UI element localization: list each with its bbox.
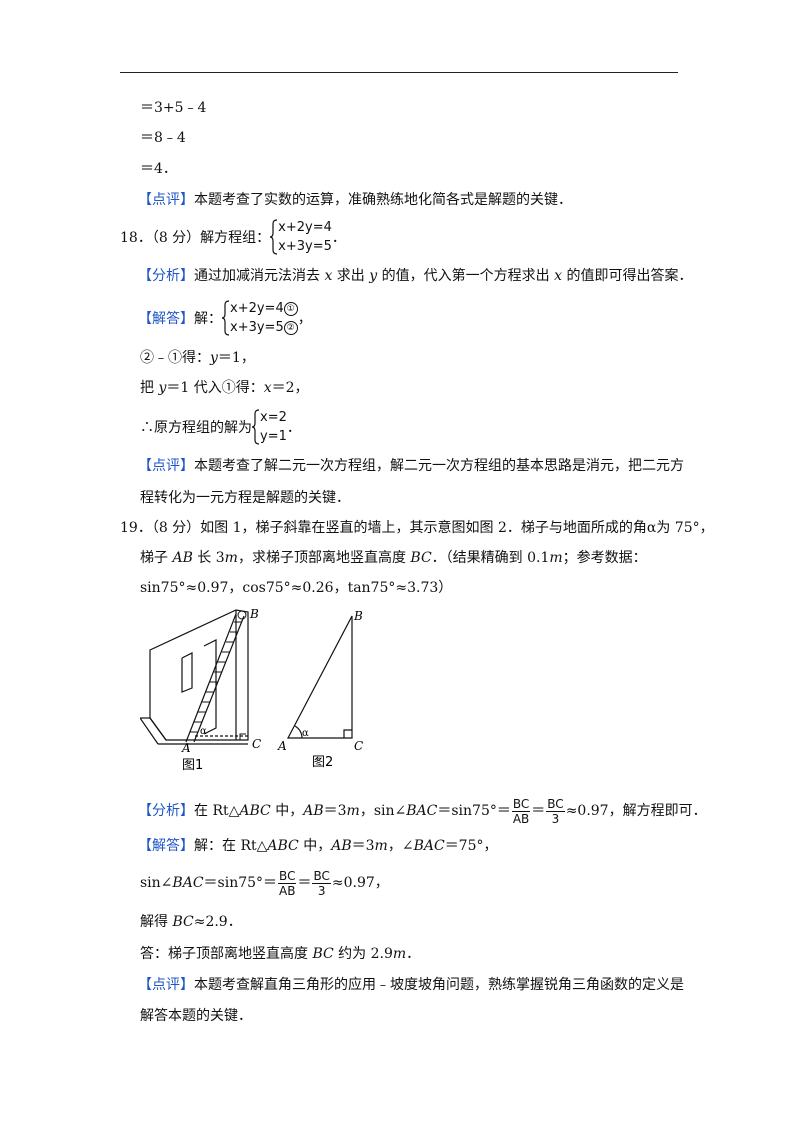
label-c: C bbox=[354, 739, 363, 753]
var-y: y bbox=[369, 268, 378, 284]
step-1: ②﹣①得：y＝1， bbox=[140, 350, 255, 366]
comment-text: 本题考查了实数的运算，准确熟练地化简各式是解题的关键． bbox=[194, 192, 572, 208]
question-18-end: ． bbox=[331, 230, 346, 246]
solution-end: ， bbox=[297, 311, 312, 327]
analysis-text: 求出 bbox=[332, 268, 370, 284]
calc-line-2: ＝8﹣4 bbox=[140, 130, 186, 146]
equation-2: x+3y=5 bbox=[278, 239, 332, 254]
comment-17: 【点评】本题考查了实数的运算，准确熟练地化简各式是解题的关键． bbox=[138, 190, 572, 210]
analysis-tag: 【分析】 bbox=[138, 803, 194, 819]
comment-19: 【点评】本题考查解直角三角形的应用﹣坡度坡角问题，熟练掌握锐角三角函数的定义是 bbox=[138, 975, 684, 995]
figure-2-caption: 图2 bbox=[312, 755, 333, 770]
comment-text: 本题考查了解二元一次方程组，解二元一次方程组的基本思路是消元，把二元方 bbox=[194, 458, 684, 474]
solution-tag: 【解答】 bbox=[138, 311, 194, 327]
question-19-line-2: 梯子 AB 长 3m，求梯子顶部离地竖直高度 BC．（结果精确到 0.1m；参考… bbox=[140, 550, 647, 566]
label-a: A bbox=[277, 739, 287, 753]
question-19-line-3: sin75°≈0.97，cos75°≈0.26，tan75°≈3.73） bbox=[140, 580, 453, 596]
label-a: A bbox=[181, 741, 191, 755]
equation-system: x+2y=4 x+3y=5 bbox=[278, 218, 332, 256]
comment-tag: 【点评】 bbox=[138, 977, 194, 993]
var-x: x bbox=[554, 268, 562, 284]
solution-tag: 【解答】 bbox=[138, 838, 194, 854]
analysis-text: 通过加减消元法消去 bbox=[194, 268, 325, 284]
comment-tag: 【点评】 bbox=[138, 192, 194, 208]
figure-2: B C A α 图2 bbox=[277, 609, 363, 770]
comment-19-cont: 解答本题的关键． bbox=[140, 1008, 252, 1024]
step-3-end: ． bbox=[286, 420, 301, 436]
solution-19: 【解答】解：在 Rt△ABC 中，AB＝3m，∠BAC＝75°， bbox=[138, 838, 498, 854]
label-alpha: α bbox=[302, 728, 309, 739]
circled-2-icon: ② bbox=[283, 321, 298, 335]
solution-text: 解： bbox=[194, 311, 222, 327]
question-18-head: 18．（8 分）解方程组： bbox=[120, 230, 271, 246]
brace-icon bbox=[270, 219, 278, 255]
analysis-tag: 【分析】 bbox=[138, 268, 194, 284]
var-x: x bbox=[324, 268, 333, 284]
step-3-text: ∴原方程组的解为 bbox=[140, 420, 252, 436]
label-b: B bbox=[249, 607, 259, 621]
solution-19-answer: 答：梯子顶部离地竖直高度 BC 约为 2.9m． bbox=[140, 946, 421, 962]
equation-1: x+2y=4 bbox=[278, 220, 332, 235]
solution-system: x=2 y=1 bbox=[260, 408, 287, 446]
brace-icon bbox=[252, 409, 260, 445]
header-rule bbox=[120, 72, 678, 73]
question-19-line-1: 19．（8 分）如图 1，梯子斜靠在竖直的墙上，其示意图如图 2．梯子与地面所成… bbox=[120, 520, 714, 536]
calc-line-3: ＝4． bbox=[140, 161, 177, 177]
label-alpha: α bbox=[200, 726, 207, 737]
analysis-text: 的值即可得出答案． bbox=[562, 268, 693, 284]
question-18: 18．（8 分）解方程组： x+2y=4 x+3y=5 ． bbox=[120, 218, 346, 256]
brace-icon bbox=[222, 300, 230, 336]
comment-18-cont: 程转化为一元方程是解题的关键． bbox=[140, 490, 350, 506]
circled-1-icon: ① bbox=[283, 302, 298, 316]
comment-text: 本题考查解直角三角形的应用﹣坡度坡角问题，熟练掌握锐角三角函数的定义是 bbox=[194, 977, 684, 993]
analysis-18: 【分析】通过加减消元法消去 x 求出 y 的值，代入第一个方程求出 x 的值即可… bbox=[138, 266, 692, 286]
equation-1: x=2 bbox=[260, 410, 287, 425]
calc-line-1: ＝3+5﹣4 bbox=[140, 100, 207, 116]
comment-18: 【点评】本题考查了解二元一次方程组，解二元一次方程组的基本思路是消元，把二元方 bbox=[138, 456, 684, 476]
step-2: 把 y＝1 代入①得：x＝2， bbox=[140, 380, 309, 396]
equation-2: y=1 bbox=[260, 429, 287, 444]
figure-1-caption: 图1 bbox=[182, 758, 203, 773]
figure-1: B C A α 图1 bbox=[140, 607, 261, 773]
label-b: B bbox=[353, 609, 363, 623]
analysis-text: 的值，代入第一个方程求出 bbox=[377, 268, 555, 284]
step-3: ∴原方程组的解为 x=2 y=1 ． bbox=[140, 408, 301, 446]
comment-tag: 【点评】 bbox=[138, 458, 194, 474]
solution-19-line-3: 解得 BC≈2.9． bbox=[140, 914, 242, 930]
label-c: C bbox=[252, 737, 261, 751]
